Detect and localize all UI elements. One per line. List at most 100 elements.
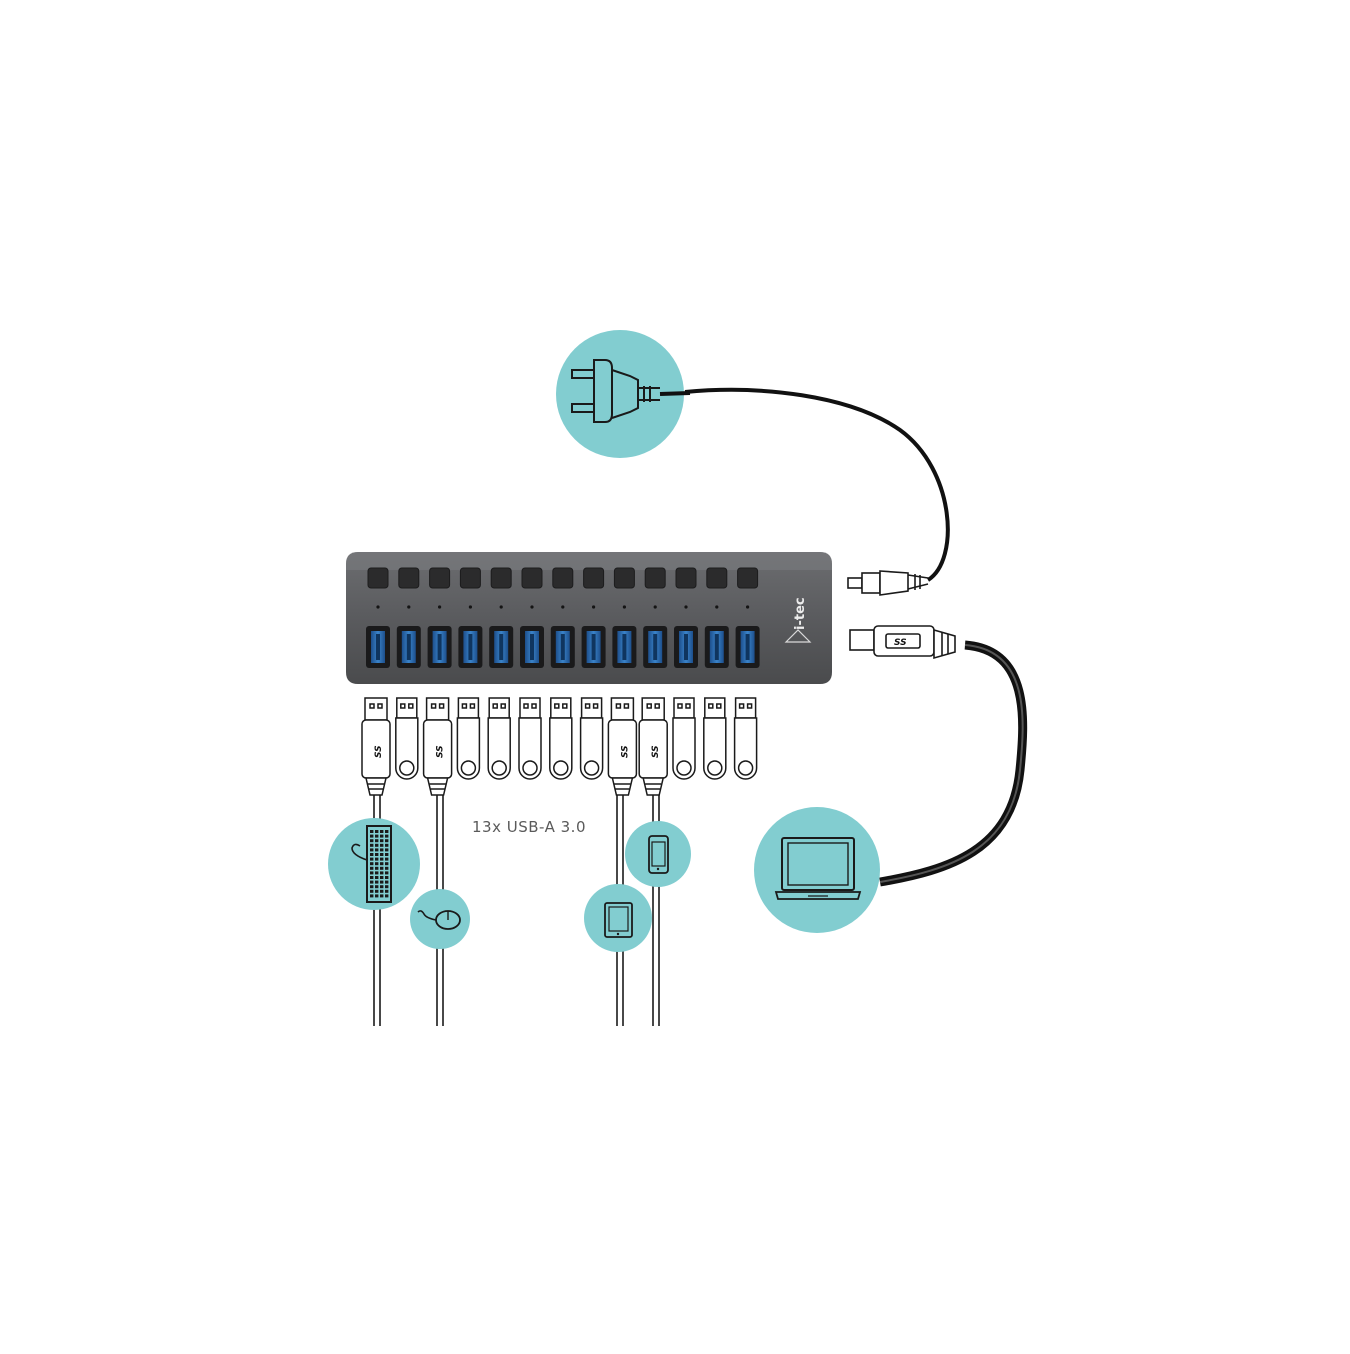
- usb-a-port: [550, 626, 575, 668]
- laptop-icon: [754, 807, 880, 933]
- keyboard-key: [385, 857, 389, 861]
- keyboard-key: [385, 853, 389, 856]
- port-led: [653, 605, 657, 609]
- port-led: [746, 605, 750, 609]
- keyboard-key: [385, 830, 389, 833]
- mouse-icon: [410, 889, 470, 949]
- keyboard-key: [380, 853, 384, 856]
- keyboard-key: [370, 834, 374, 838]
- keyboard-key: [385, 834, 389, 838]
- ss-usb-logo: SS: [620, 745, 630, 758]
- usb-a-port: [520, 626, 544, 668]
- keyboard-key: [385, 843, 389, 847]
- port-power-button[interactable]: [521, 567, 543, 589]
- port-power-button[interactable]: [552, 567, 574, 589]
- usb-flash-drive: [672, 697, 696, 780]
- keyboard-key: [370, 857, 374, 861]
- keyboard-key: [375, 880, 379, 884]
- usb-a-port: [704, 626, 729, 668]
- port-led: [622, 605, 627, 609]
- port-power-button[interactable]: [583, 567, 605, 589]
- usb-a-port: [489, 626, 514, 668]
- keyboard-key: [375, 862, 379, 866]
- keyboard-key: [370, 830, 374, 833]
- port-led: [592, 605, 596, 609]
- keyboard-key: [370, 843, 374, 847]
- keyboard-icon: [328, 818, 420, 910]
- port-led: [530, 605, 534, 609]
- keyboard-key: [375, 857, 379, 861]
- keyboard-key: [385, 862, 389, 866]
- keyboard-key: [370, 880, 374, 884]
- usb-a-cable-plug: SS: [361, 697, 391, 796]
- tablet-icon: [584, 884, 652, 952]
- usb-a-cable-plug: SS: [607, 697, 638, 796]
- keyboard-key: [375, 843, 379, 847]
- port-power-button[interactable]: [737, 567, 759, 589]
- keyboard-key: [380, 880, 384, 884]
- ss-usb-logo: SS: [651, 745, 661, 758]
- keyboard-key: [370, 894, 374, 898]
- usb-a-port: [674, 626, 698, 668]
- port-power-button[interactable]: [398, 567, 420, 589]
- port-count-caption: 13x USB-A 3.0: [472, 818, 586, 836]
- usb-flash-drive: [733, 697, 758, 780]
- usb-a-cable-plug: SS: [638, 697, 668, 796]
- keyboard-key: [375, 876, 379, 879]
- keyboard-key: [380, 830, 384, 833]
- keyboard-key: [385, 876, 389, 879]
- port-power-button[interactable]: [613, 567, 635, 589]
- ss-usb-logo: SS: [374, 745, 384, 758]
- usb-a-port: [581, 626, 606, 668]
- keyboard-key: [375, 853, 379, 856]
- keyboard-key: [375, 885, 379, 889]
- usb-flash-drive: [456, 697, 481, 780]
- keyboard-key: [385, 871, 389, 875]
- usb-flash-drive: [549, 697, 573, 780]
- keyboard-key: [385, 839, 389, 843]
- keyboard-key: [375, 894, 379, 898]
- usb-a-cable-plug: SS: [422, 697, 453, 796]
- itec-logo: i-tec: [784, 597, 812, 643]
- usb-b-upstream-connector: [849, 625, 956, 660]
- keyboard-key: [370, 889, 374, 893]
- host-cable: [879, 640, 1028, 887]
- port-led: [407, 605, 411, 609]
- usb-a-port: [366, 626, 390, 668]
- keyboard-key: [380, 876, 384, 879]
- keyboard-key: [375, 830, 379, 833]
- port-power-button[interactable]: [644, 567, 666, 589]
- keyboard-key: [370, 876, 374, 879]
- port-power-button[interactable]: [490, 567, 512, 589]
- smartphone-icon: [625, 821, 691, 887]
- keyboard-key: [380, 834, 384, 838]
- keyboard-key: [380, 885, 384, 889]
- keyboard-key: [370, 853, 374, 856]
- keyboard-key: [380, 862, 384, 866]
- brand-logo-text: i-tec: [793, 597, 808, 630]
- keyboard-key: [385, 848, 389, 852]
- keyboard-key: [385, 866, 389, 870]
- keyboard-key: [385, 889, 389, 893]
- keyboard-key: [380, 866, 384, 870]
- usb-a-port: [427, 626, 452, 668]
- port-power-button[interactable]: [675, 567, 697, 589]
- ss-usb-logo: SS: [436, 745, 446, 758]
- keyboard-key: [375, 839, 379, 843]
- port-led: [499, 605, 503, 609]
- power-plug-icon: [556, 330, 691, 458]
- usb-flash-drive: [703, 697, 727, 780]
- port-power-button[interactable]: [429, 567, 451, 589]
- keyboard-key: [380, 889, 384, 893]
- usb-a-port: [612, 626, 637, 668]
- port-power-button[interactable]: [367, 567, 389, 589]
- keyboard-key: [380, 857, 384, 861]
- keyboard-key: [370, 848, 374, 852]
- keyboard-key: [380, 848, 384, 852]
- port-led: [468, 605, 472, 609]
- port-power-button[interactable]: [459, 567, 481, 589]
- port-power-button[interactable]: [706, 567, 728, 589]
- keyboard-key: [385, 880, 389, 884]
- port-led: [561, 605, 565, 609]
- power-cable: [684, 387, 950, 582]
